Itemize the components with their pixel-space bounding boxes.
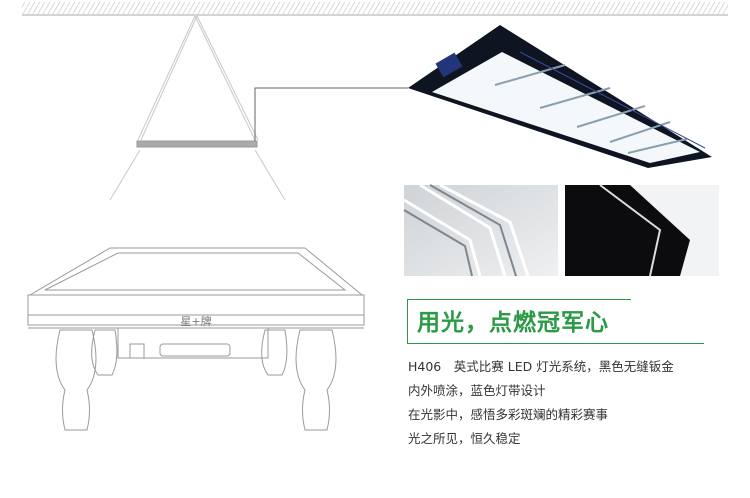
description-line: 内外喷涂，蓝色灯带设计 <box>408 383 546 398</box>
ceiling <box>22 2 728 16</box>
detail-photo-black <box>565 184 719 277</box>
description-line: H406 英式比赛 LED 灯光系统，黑色无缝钣金 <box>408 359 674 374</box>
description-line: 光之所见，恒久稳定 <box>408 431 521 446</box>
headline-frame <box>407 299 631 343</box>
headline: 用光，点燃冠军心 <box>417 310 609 336</box>
detail-photo-silver <box>403 183 558 277</box>
table-logo: 星+牌 <box>180 314 211 328</box>
lamp-side-view <box>109 15 408 201</box>
led-light-fixture <box>408 25 712 168</box>
headline-underline <box>407 343 704 344</box>
description-line: 在光影中，感悟多彩斑斓的精彩赛事 <box>408 407 609 422</box>
billiard-table-drawing <box>27 247 365 431</box>
brand-logo <box>435 52 463 78</box>
product-description: H406 英式比赛 LED 灯光系统，黑色无缝钣金 内外喷涂，蓝色灯带设计 在光… <box>408 355 674 451</box>
